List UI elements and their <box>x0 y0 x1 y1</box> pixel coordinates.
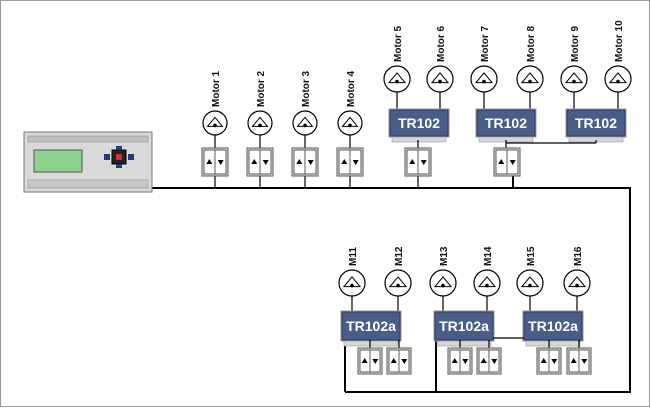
relay-module: TR102 <box>475 108 537 143</box>
controller-lcd <box>33 149 83 173</box>
nav-up-button[interactable] <box>116 146 122 150</box>
nav-left-button[interactable] <box>104 154 110 160</box>
up-down-switch-icon[interactable] <box>536 347 562 375</box>
motor-label: Motor 9 <box>570 25 581 62</box>
module-label: TR102 <box>398 115 440 131</box>
up-down-switch-icon[interactable] <box>447 347 473 375</box>
motor-label: M13 <box>439 246 450 266</box>
motor-label: M11 <box>348 247 359 266</box>
motor-label: Motor 5 <box>393 25 404 62</box>
up-down-switch-icon[interactable] <box>476 347 502 375</box>
relay-module: TR102a <box>522 310 584 347</box>
up-down-switch-icon[interactable] <box>566 347 592 375</box>
bus-wiring <box>140 176 631 393</box>
motor-symbol-icon: Motor 4 <box>337 70 363 136</box>
relay-module: TR102a <box>340 310 402 347</box>
motor-label: Motor 6 <box>436 25 447 62</box>
motor-symbol-icon: Motor 5 <box>383 25 411 93</box>
nav-right-button[interactable] <box>128 154 134 160</box>
main-bus-line <box>140 187 631 393</box>
motor-label: M16 <box>573 246 584 266</box>
up-down-switch-icon[interactable] <box>357 347 383 375</box>
relay-module: TR102a <box>433 310 495 347</box>
controller-device-icon <box>23 131 153 193</box>
motor-symbol-icon: M14 <box>473 246 501 297</box>
motor-label: Motor 8 <box>526 25 537 62</box>
motor-label: Motor 3 <box>301 70 312 107</box>
motor-label: Motor 2 <box>256 70 267 107</box>
motor-symbol-icon: M15 <box>516 246 544 297</box>
motor-symbol-icon: Motor 2 <box>247 70 273 136</box>
up-down-switch-icon[interactable] <box>493 147 521 177</box>
up-down-switch-icon[interactable] <box>336 147 364 177</box>
motor-symbol-icon: M12 <box>384 246 412 297</box>
motor-label: M12 <box>394 246 405 266</box>
motor-symbol-icon: Motor 6 <box>426 25 454 93</box>
up-down-switch-icon[interactable] <box>291 147 319 177</box>
motor-symbol-icon: M11 <box>338 247 366 297</box>
nav-down-button[interactable] <box>116 164 122 168</box>
motor-label: Motor 10 <box>614 20 625 62</box>
up-down-switch-icon[interactable] <box>246 147 274 177</box>
module-label: TR102 <box>485 115 527 131</box>
up-down-switch-icon[interactable] <box>201 147 229 177</box>
motor-symbol-icon: Motor 1 <box>202 70 228 136</box>
motor-symbol-icon: M16 <box>563 246 591 297</box>
motor-label: Motor 4 <box>346 70 357 107</box>
motor-symbol-icon: Motor 10 <box>604 20 632 93</box>
up-down-switch-icon[interactable] <box>386 347 412 375</box>
motor-label: Motor 1 <box>211 70 222 107</box>
module-label: TR102a <box>528 318 578 334</box>
relay-module: TR102 <box>565 108 627 143</box>
motor-label: M15 <box>526 246 537 266</box>
module-label: TR102a <box>439 318 489 334</box>
module-label: TR102 <box>575 115 617 131</box>
up-down-switch-icon[interactable] <box>404 147 432 177</box>
motor-label: M14 <box>483 246 494 266</box>
module-label: TR102a <box>346 318 396 334</box>
motor-symbol-icon: Motor 8 <box>516 25 544 93</box>
motor-symbol-icon: M13 <box>429 246 457 297</box>
motor-symbol-icon: Motor 7 <box>470 25 498 93</box>
motor-symbol-icon: Motor 3 <box>292 70 318 136</box>
relay-module: TR102 <box>388 108 450 143</box>
motor-label: Motor 7 <box>480 25 491 62</box>
motor-symbol-icon: Motor 9 <box>560 25 588 93</box>
terminal-strip <box>27 179 149 189</box>
